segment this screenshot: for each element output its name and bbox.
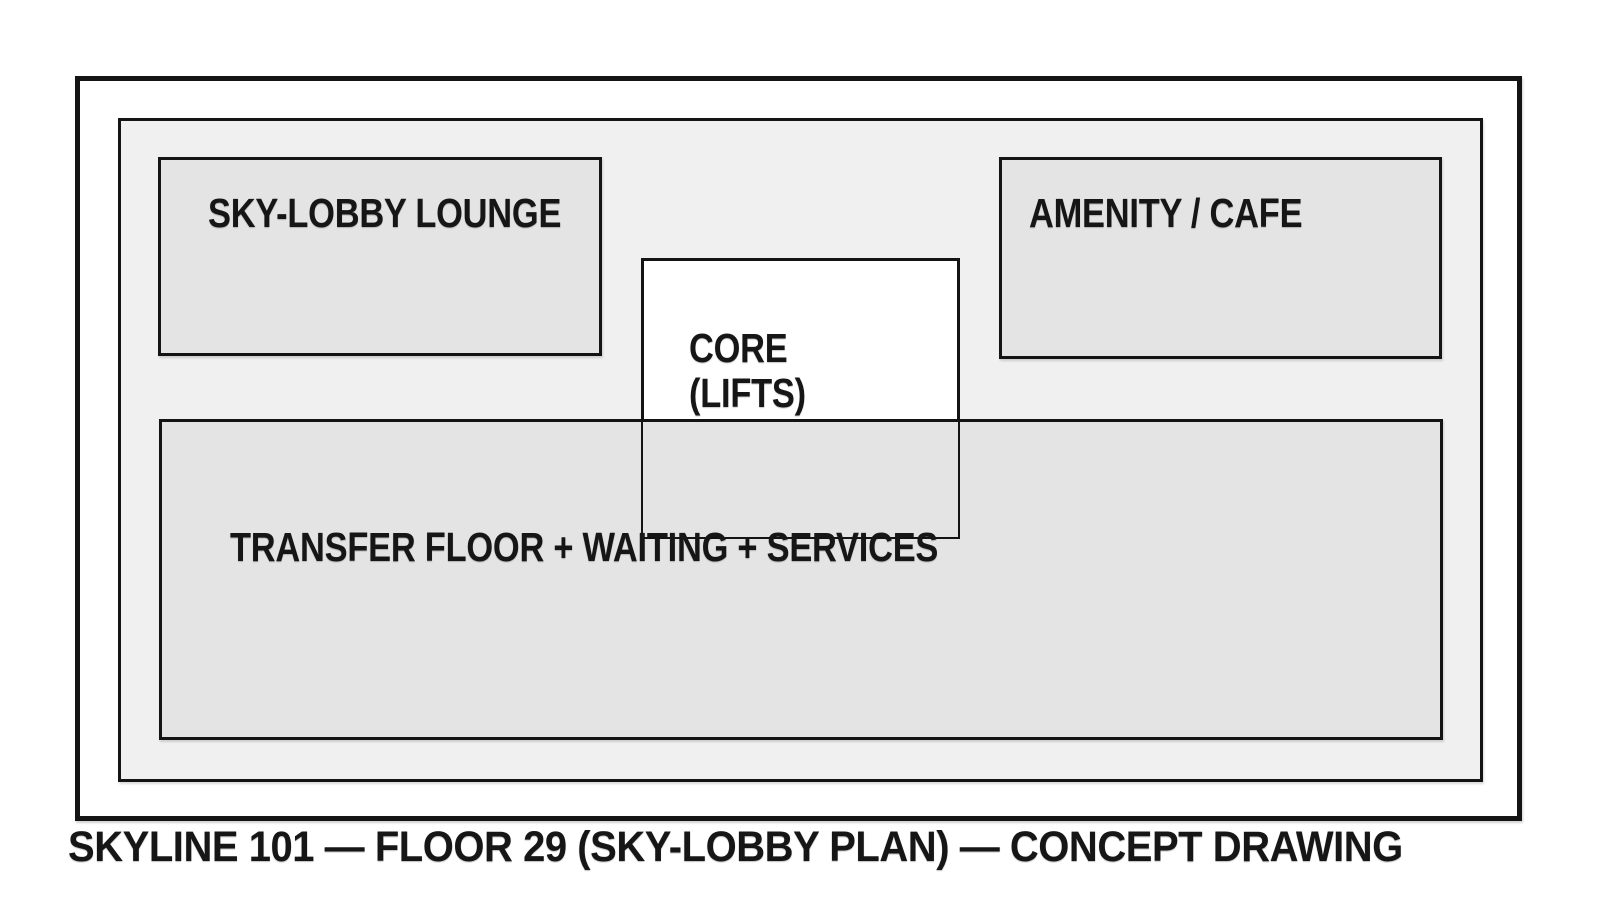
room-amenity-cafe — [999, 157, 1442, 359]
room-label-core-lifts: CORE(LIFTS) — [689, 326, 806, 416]
room-label-sky-lobby-lounge: SKY-LOBBY LOUNGE — [208, 190, 562, 236]
core-label-line2: (LIFTS) — [689, 370, 806, 416]
room-sky-lobby-lounge — [158, 157, 602, 356]
room-transfer-floor — [159, 419, 1443, 740]
drawing-caption: SKYLINE 101 — FLOOR 29 (SKY-LOBBY PLAN) … — [68, 823, 1403, 871]
room-label-amenity-cafe: AMENITY / CAFE — [1029, 190, 1303, 236]
core-label-line1: CORE — [689, 325, 788, 371]
room-label-transfer-floor: TRANSFER FLOOR + WAITING + SERVICES — [230, 524, 939, 570]
core-lifts-box — [641, 258, 960, 421]
core-lifts-outline-extension — [641, 422, 960, 539]
